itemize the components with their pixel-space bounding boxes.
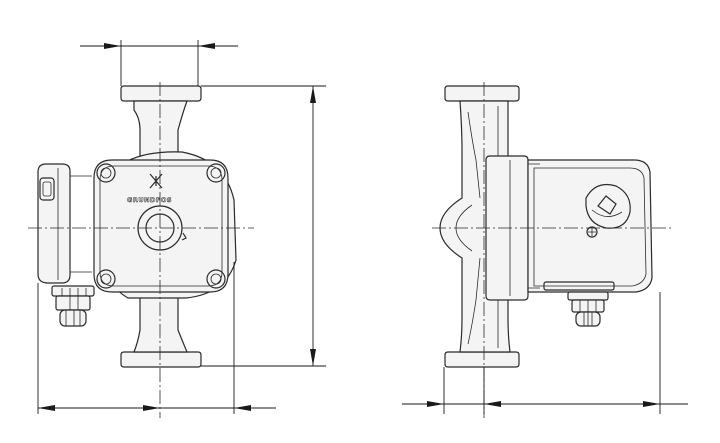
dim-bottom-arrow-3 (234, 405, 251, 411)
side-pipe-inner-left (467, 111, 481, 345)
front-cable-gland (51, 285, 95, 327)
side-top-flange (444, 85, 520, 102)
side-view (432, 82, 672, 418)
side-housing-rear-cap (543, 281, 615, 291)
side-dim-arrow-2 (484, 401, 501, 407)
side-dimensions (402, 292, 688, 414)
brand-logo-text: GRUNDFOS (127, 196, 172, 204)
side-housing-rim-top (528, 163, 540, 289)
dim-bottom-arrow-2 (143, 405, 160, 411)
front-corner-screws (96, 163, 226, 289)
front-bottom-flange (120, 351, 202, 368)
front-top-flange (120, 85, 202, 102)
dim-bottom-arrow-1 (38, 405, 55, 411)
front-dimensions (37, 40, 326, 414)
side-dim-arrow-1 (427, 401, 444, 407)
front-motor-face-inner (99, 165, 223, 287)
front-view: GRUNDFOS (28, 82, 254, 418)
front-terminal-side-lines (70, 175, 92, 273)
side-bottom-flange (444, 351, 520, 368)
dim-top-arrow-left (104, 43, 121, 49)
side-housing-screw (586, 226, 598, 238)
dim-top-arrow-right (198, 43, 215, 49)
front-top-neck (133, 100, 188, 161)
front-terminal-window (39, 177, 55, 201)
front-terminal-slot (42, 181, 52, 197)
front-bottom-neck (133, 289, 188, 353)
side-motor-housing (527, 159, 653, 293)
dim-height-arrow-bottom (310, 349, 316, 366)
front-motor-face (93, 159, 229, 293)
side-cable-gland (567, 291, 609, 327)
dim-height-arrow-top (310, 86, 316, 103)
front-terminal-box (37, 163, 71, 284)
side-selector-knob (585, 183, 631, 229)
front-center-notch (181, 232, 187, 241)
side-dim-arrow-3 (643, 401, 660, 407)
side-motor-housing-inner (533, 167, 647, 287)
